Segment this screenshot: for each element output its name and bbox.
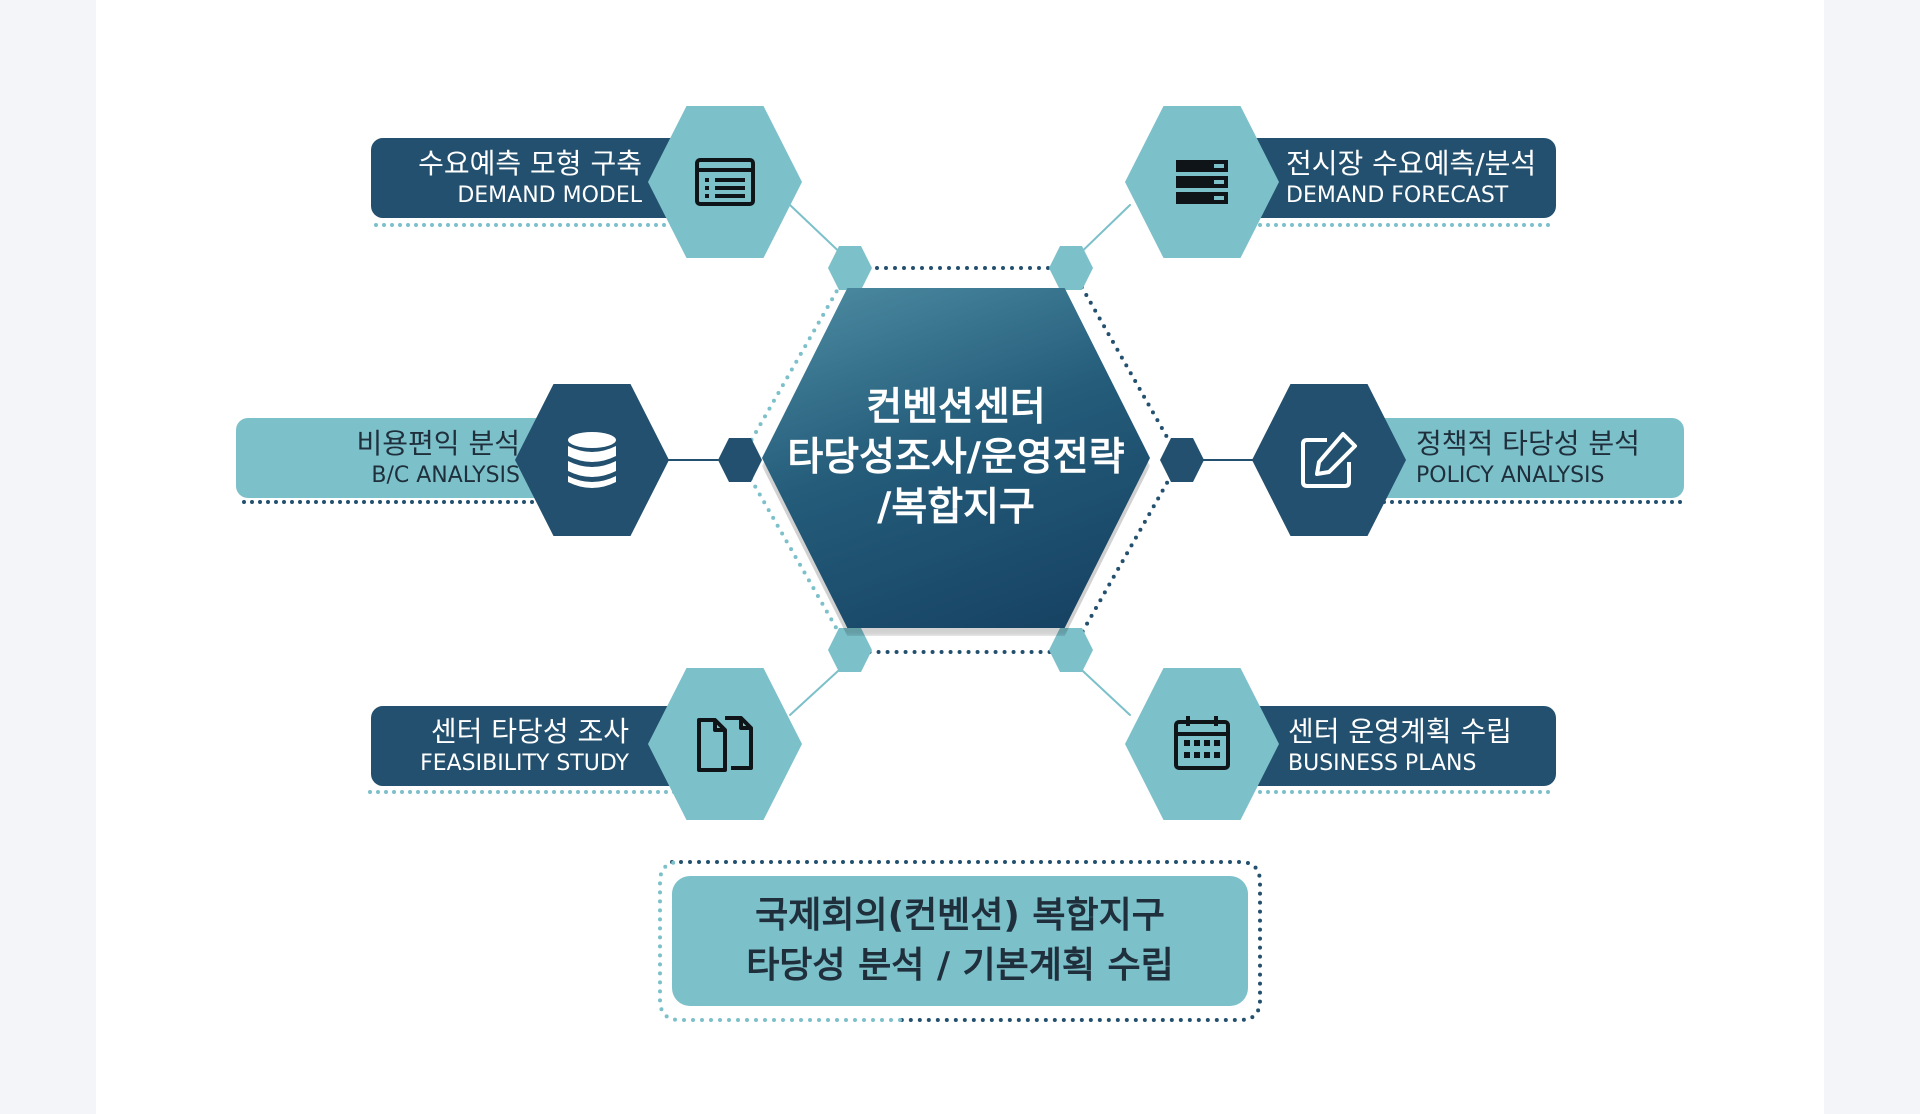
server-stack-icon [1176,160,1228,204]
center-title-line2: 타당성조사/운영전략 [787,435,1125,480]
summary-line1: 국제회의(컨벤션) 복합지구 [755,895,1165,936]
policy-analysis-subtitle: POLICY ANALYSIS [1416,463,1605,488]
demand-model-card: 수요예측 모형 구축 DEMAND MODEL [371,138,691,218]
center-title-line3: /복합지구 [877,485,1035,530]
demand-model-title: 수요예측 모형 구축 [418,147,642,180]
bc-analysis-hex [515,384,669,536]
demand-forecast-card: 전시장 수요예측/분석 DEMAND FORECAST [1234,138,1556,218]
demand-model-hex [648,106,802,258]
demand-forecast-subtitle: DEMAND FORECAST [1286,183,1509,208]
edit-icon [1301,432,1357,488]
bc-analysis-title: 비용편익 분석 [356,427,520,460]
feasibility-study-card: 센터 타당성 조사 FEASIBILITY STUDY [371,706,691,786]
browser-list-icon [695,158,755,206]
node-bottom-right [1049,628,1093,672]
demand-model-subtitle: DEMAND MODEL [457,183,642,208]
demand-forecast-title: 전시장 수요예측/분석 [1286,147,1537,180]
summary-box: 국제회의(컨벤션) 복합지구 타당성 분석 / 기본계획 수립 [672,876,1248,1006]
business-plans-subtitle: BUSINESS PLANS [1288,751,1477,776]
feasibility-study-hex [648,668,802,820]
summary-line2: 타당성 분석 / 기본계획 수립 [746,945,1174,986]
feasibility-study-subtitle: FEASIBILITY STUDY [420,751,629,776]
business-plans-title: 센터 운영계획 수립 [1288,715,1512,748]
database-icon [568,432,616,488]
node-top-right [1049,246,1093,290]
bc-analysis-subtitle: B/C ANALYSIS [371,463,520,488]
center-title-line1: 컨벤션센터 [866,385,1046,430]
center-hexagon: 컨벤션센터 타당성조사/운영전략 /복합지구 [762,288,1150,628]
policy-analysis-card: 정책적 타당성 분석 POLICY ANALYSIS [1352,418,1684,498]
feasibility-study-title: 센터 타당성 조사 [430,715,629,748]
documents-icon [697,716,753,772]
business-plans-card: 센터 운영계획 수립 BUSINESS PLANS [1234,706,1556,786]
node-right [1160,438,1204,482]
calendar-icon [1174,716,1230,770]
policy-analysis-title: 정책적 타당성 분석 [1416,427,1640,460]
bc-analysis-card: 비용편익 분석 B/C ANALYSIS [236,418,558,498]
